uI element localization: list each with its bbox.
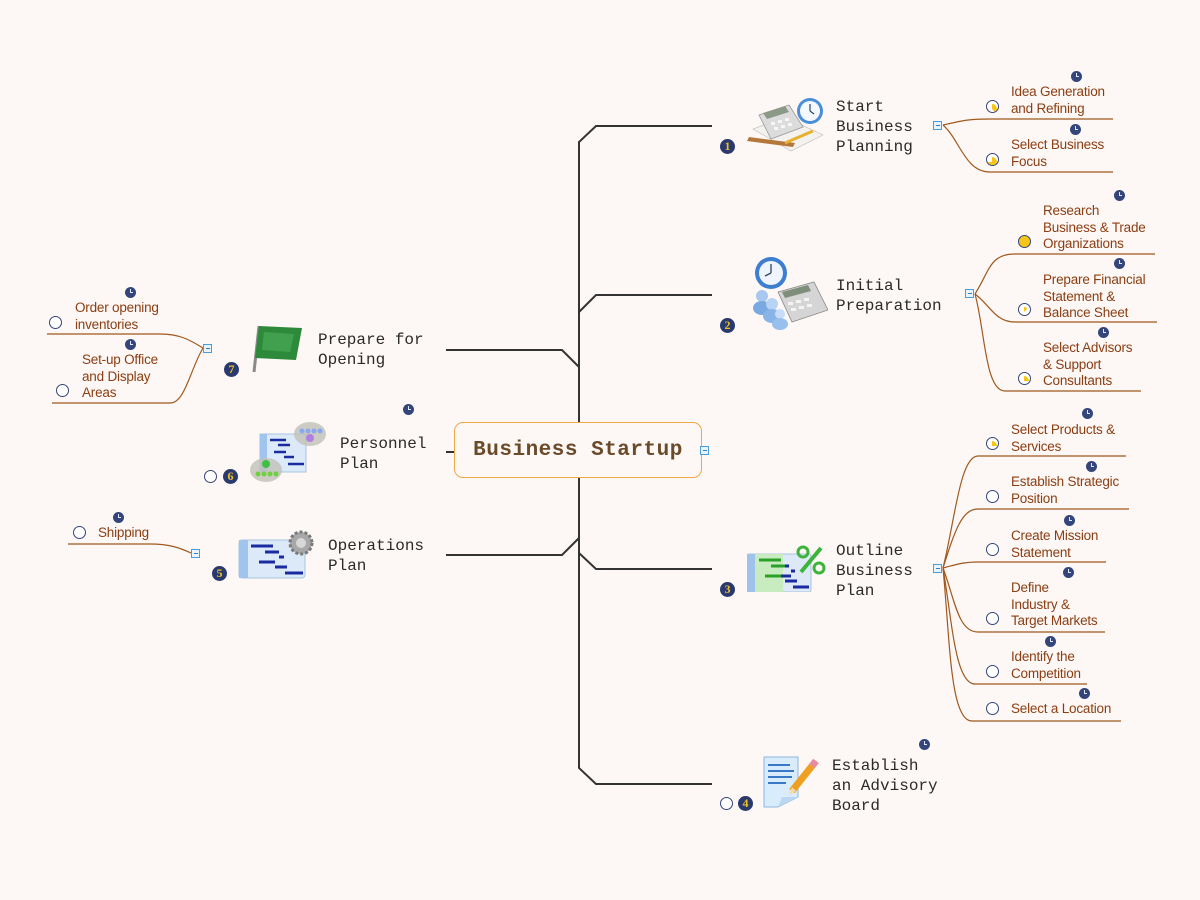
priority-badge: 4 — [738, 796, 753, 811]
subtopic-label: Idea Generation and Refining — [1011, 84, 1105, 116]
task-clock-icon — [125, 287, 136, 298]
branch-collapse-button[interactable] — [965, 289, 974, 298]
task-clock-icon — [1070, 124, 1081, 135]
subtopic-label: Select Business Focus — [1011, 137, 1105, 169]
progress-indicator — [720, 797, 733, 810]
progress-indicator — [986, 702, 999, 715]
branch-label: Personnel Plan — [340, 435, 427, 473]
task-clock-icon — [1064, 515, 1075, 526]
subtopic-label: Research Business & Trade Organizations — [1043, 203, 1146, 251]
branch-collapse-button[interactable] — [933, 564, 942, 573]
trunk-line-lower — [578, 478, 712, 785]
subtopic-label: Prepare Financial Statement & Balance Sh… — [1043, 272, 1146, 320]
task-clock-icon — [1079, 688, 1090, 699]
task-clock-icon — [1114, 190, 1125, 201]
subtopic-label: Define Industry & Target Markets — [1011, 580, 1098, 628]
subtopic-label: Select Advisors & Support Consultants — [1043, 340, 1133, 388]
task-clock-icon — [113, 512, 124, 523]
branch-collapse-button[interactable] — [933, 121, 942, 130]
branch-label: Initial Preparation — [836, 277, 942, 315]
progress-indicator — [49, 316, 62, 329]
progress-indicator — [56, 384, 69, 397]
task-clock-icon — [1086, 461, 1097, 472]
task-clock-icon — [919, 739, 930, 750]
subtopic-label: Select a Location — [1011, 701, 1112, 716]
branch-line-5 — [446, 537, 580, 556]
root-topic[interactable]: Business Startup — [454, 422, 702, 478]
people-clock-calculator-icon — [753, 257, 828, 330]
progress-indicator — [986, 153, 999, 166]
subtopic-label: Shipping — [98, 525, 149, 540]
progress-indicator — [986, 543, 999, 556]
priority-badge: 5 — [212, 566, 227, 581]
branch-label: Outline Business Plan — [836, 542, 913, 600]
priority-badge: 3 — [720, 582, 735, 597]
branch-label: Operations Plan — [328, 537, 425, 575]
branch-label: Establish an Advisory Board — [832, 757, 938, 815]
task-clock-icon — [1114, 258, 1125, 269]
branch-collapse-button[interactable] — [191, 549, 200, 558]
gantt-gear-icon — [238, 530, 314, 579]
progress-indicator — [1018, 235, 1031, 248]
priority-badge: 6 — [223, 469, 238, 484]
calculator-clock-ruler-icon — [747, 98, 824, 152]
subtopic-label: Set-up Office and Display Areas — [82, 352, 158, 400]
gantt-people-icon — [250, 422, 326, 482]
subtopic-label: Order opening inventories — [75, 300, 159, 332]
task-clock-icon — [1098, 327, 1109, 338]
branch-label: Prepare for Opening — [318, 331, 424, 369]
progress-indicator — [986, 100, 999, 113]
progress-indicator — [986, 437, 999, 450]
root-topic-label: Business Startup — [473, 438, 683, 462]
task-clock-icon — [403, 404, 414, 415]
task-clock-icon — [1045, 636, 1056, 647]
subtopic-label: Select Products & Services — [1011, 422, 1115, 454]
progress-indicator — [73, 526, 86, 539]
branch-label: Start Business Planning — [836, 98, 913, 156]
priority-badge: 2 — [720, 318, 735, 333]
branch-line-2 — [578, 294, 712, 313]
trunk-line — [578, 125, 712, 422]
root-collapse-button[interactable] — [700, 446, 709, 455]
task-clock-icon — [1063, 567, 1074, 578]
progress-indicator — [986, 490, 999, 503]
progress-indicator — [1018, 372, 1031, 385]
progress-indicator — [204, 470, 217, 483]
progress-indicator — [1018, 303, 1031, 316]
gantt-percent-icon — [747, 545, 826, 592]
subtopic-label: Establish Strategic Position — [1011, 474, 1120, 506]
priority-badge: 1 — [720, 139, 735, 154]
priority-badge: 7 — [224, 362, 239, 377]
branch-line-3 — [578, 552, 712, 570]
document-pencil-icon — [763, 756, 819, 808]
branch-collapse-button[interactable] — [203, 344, 212, 353]
progress-indicator — [986, 665, 999, 678]
task-clock-icon — [1082, 408, 1093, 419]
task-clock-icon — [125, 339, 136, 350]
task-clock-icon — [1071, 71, 1082, 82]
green-flag-icon — [252, 325, 302, 373]
branch-line-7 — [446, 349, 580, 368]
subtopic-label: Create Mission Statement — [1011, 528, 1099, 560]
progress-indicator — [986, 612, 999, 625]
subtopic-label: Identify the Competition — [1011, 649, 1081, 681]
